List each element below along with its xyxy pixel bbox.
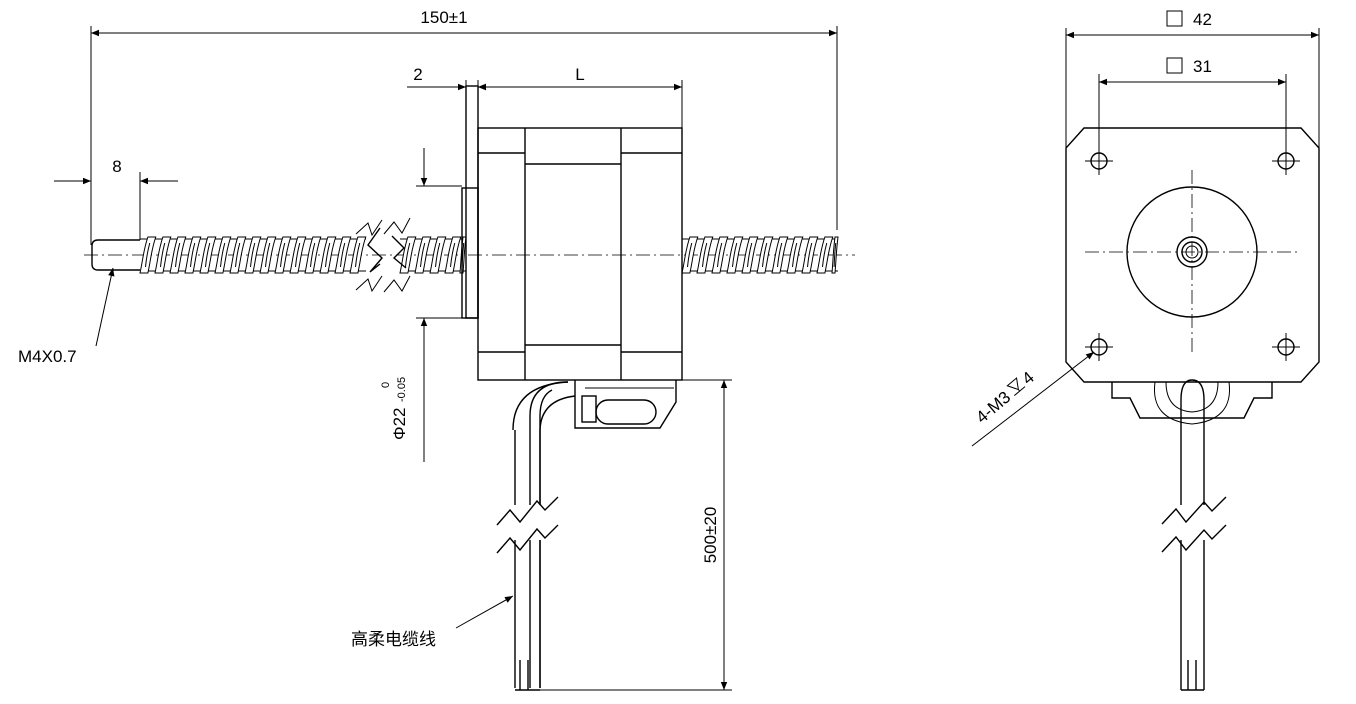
shaft-nut	[1176, 236, 1208, 268]
svg-text:4: 4	[1018, 368, 1037, 389]
side-view: 150±1 8 2 L Φ22 0 -0.05 500±20	[18, 8, 855, 691]
svg-text:-0.05: -0.05	[396, 377, 408, 402]
shaft-end-dim: 8	[112, 157, 121, 176]
hole-callout: 4-M3 4	[972, 368, 1037, 427]
lead-screw-left	[139, 236, 367, 274]
boss-diameter-dim: Φ22 0 -0.05	[380, 377, 409, 440]
total-length-dim: 150±1	[420, 8, 467, 27]
cable-break-mark	[496, 496, 559, 554]
front-connector	[1111, 382, 1273, 419]
square-31-dim: 31	[1193, 57, 1212, 76]
lead-screw-right	[681, 236, 839, 274]
lead-length-dim: 500±20	[701, 507, 720, 564]
shaft-end	[91, 239, 140, 271]
front-cable	[1161, 379, 1227, 691]
screw-break-mark	[355, 217, 411, 293]
connector-housing	[574, 380, 677, 429]
flange-dim: 2	[413, 65, 422, 84]
square-42-dim: 42	[1193, 10, 1212, 29]
mounting-flange	[465, 85, 479, 319]
svg-text:Φ22: Φ22	[390, 408, 409, 440]
thread-spec-label: M4X0.7	[18, 347, 77, 366]
mounting-holes	[1085, 147, 1300, 361]
motor-face	[1065, 127, 1320, 383]
cable-label: 高柔电缆线	[351, 630, 436, 649]
boss-circle	[1126, 186, 1258, 318]
front-view: 42 31 4-M3 4	[971, 10, 1320, 691]
lead-screw-middle	[399, 236, 467, 274]
svg-text:4-M3: 4-M3	[972, 388, 1014, 427]
svg-text:0: 0	[380, 382, 392, 388]
body-length-dim: L	[575, 65, 584, 84]
motor-body	[477, 127, 683, 381]
lead-cable	[512, 381, 576, 691]
